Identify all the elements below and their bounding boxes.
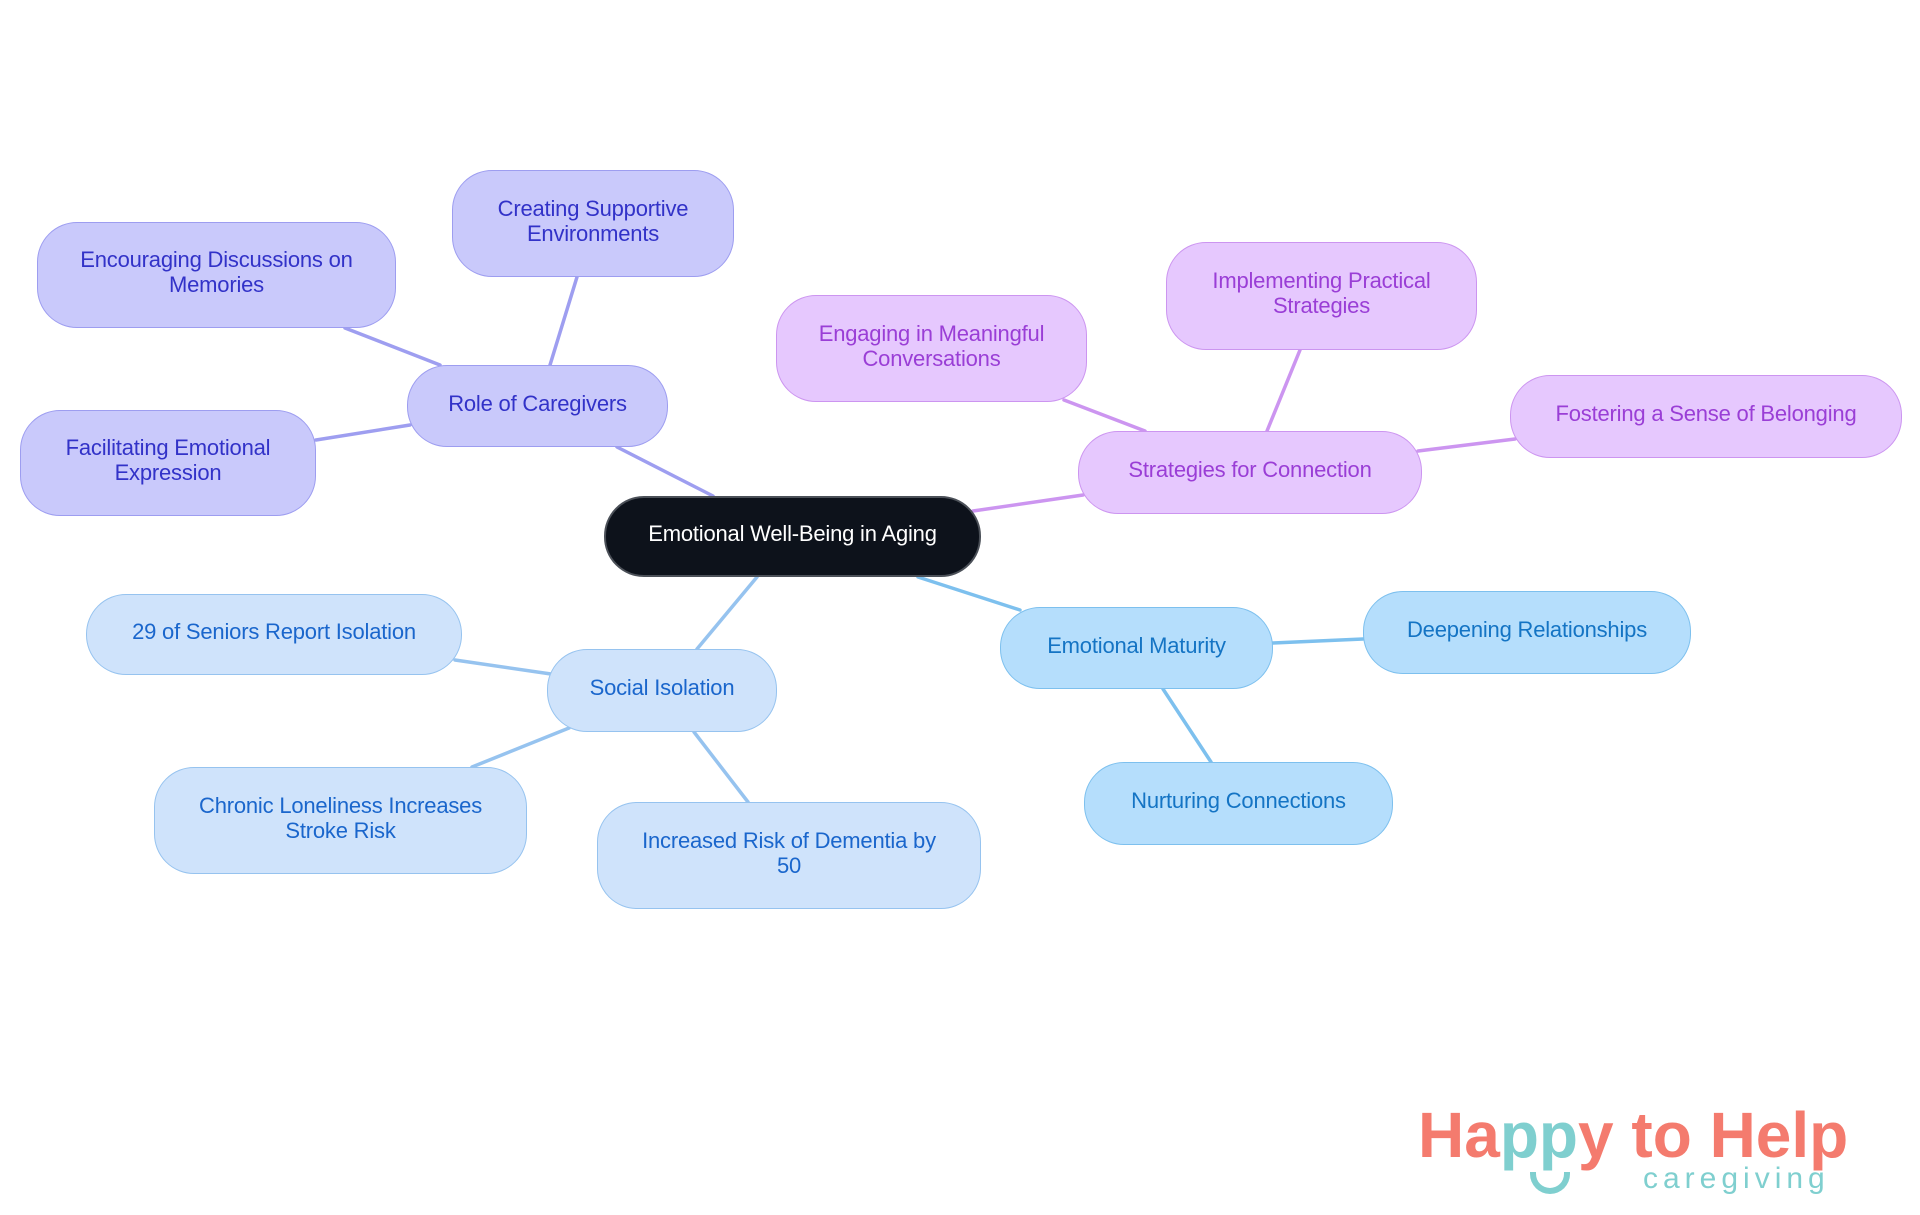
edge-maturity-nurturing — [1161, 687, 1213, 764]
edge-root-strategies — [971, 493, 1085, 513]
logo-text-pp: pp — [1499, 1099, 1578, 1171]
edge-root-maturity — [916, 575, 1022, 612]
node-label: Emotional Maturity — [1047, 632, 1226, 658]
edge-strategies-fostering — [1416, 437, 1517, 453]
node-label: Nurturing Connections — [1131, 788, 1346, 813]
edge-caregivers-creating — [548, 275, 579, 367]
edge-social-dementia — [692, 730, 750, 804]
node-label: Emotional Well-Being in Aging — [648, 521, 937, 546]
edge-root-social — [695, 575, 759, 651]
branch-node-caregivers[interactable]: Role of Caregivers — [407, 365, 668, 447]
node-label: 29 of Seniors Report Isolation — [132, 619, 416, 644]
node-label: Social Isolation — [589, 675, 735, 700]
branch-node-maturity[interactable]: Emotional Maturity — [1000, 607, 1273, 689]
branch-node-strategies[interactable]: Strategies for Connection — [1078, 431, 1422, 514]
node-label: Deepening Relationships — [1406, 617, 1647, 642]
edge-social-seniors — [453, 658, 553, 676]
edge-social-chronic — [470, 726, 571, 769]
edge-maturity-deepening — [1271, 637, 1365, 645]
leaf-node-nurturing[interactable]: Nurturing Connections — [1084, 762, 1393, 845]
edge-caregivers-facilitating — [314, 423, 412, 442]
logo-text-ha: Ha — [1418, 1099, 1500, 1171]
branch-node-social[interactable]: Social Isolation — [547, 649, 777, 732]
edge-root-caregivers — [615, 445, 715, 498]
root-node[interactable]: Emotional Well-Being in Aging — [604, 496, 981, 577]
node-label: Role of Caregivers — [448, 390, 627, 416]
logo-text-rest: y to Help — [1578, 1099, 1849, 1171]
leaf-node-seniors[interactable]: 29 of Seniors Report Isolation — [86, 594, 462, 675]
leaf-node-deepening[interactable]: Deepening Relationships — [1363, 591, 1691, 674]
smile-icon — [1530, 1172, 1570, 1194]
node-label: Fostering a Sense of Belonging — [1555, 401, 1857, 426]
logo-subtitle: caregiving — [1643, 1162, 1830, 1195]
leaf-node-fostering[interactable]: Fostering a Sense of Belonging — [1510, 375, 1902, 458]
edge-strategies-implementing — [1265, 348, 1302, 433]
brand-logo: Happy to Help caregiving — [1418, 1100, 1888, 1200]
logo-wordmark: Happy to Help — [1418, 1100, 1848, 1170]
edge-caregivers-encouraging — [343, 326, 442, 367]
edge-strategies-engaging — [1062, 398, 1147, 433]
node-label: Strategies for Connection — [1128, 457, 1372, 482]
